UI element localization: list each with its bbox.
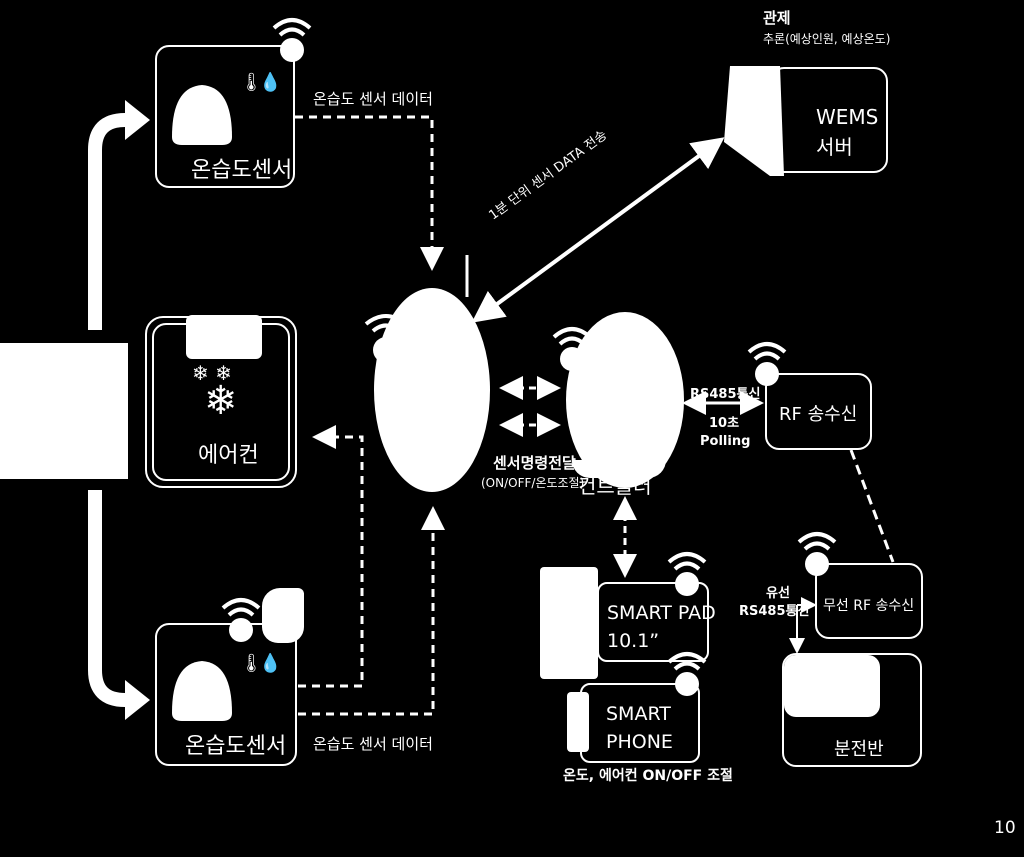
smart-pad-box: SMART PAD 10.1” [597, 582, 716, 662]
bottom-sensor-link-1 [298, 425, 364, 688]
down-curved-arrow [88, 490, 126, 707]
smart-phone-line1: SMART [606, 703, 671, 725]
wifi-icon [797, 532, 837, 576]
panel-label: 분전반 [834, 739, 884, 760]
up-curved-arrow [88, 113, 126, 330]
smart-phone-line2: PHONE [606, 731, 673, 753]
bottom-sensor-box: 🌡 💧 온습도센서 [155, 623, 297, 766]
bottom-sensor-link-2 [298, 506, 445, 716]
sensor-device-icon [172, 661, 232, 721]
aircon-label: 에어컨 [198, 443, 259, 468]
top-sensor-data-label: 온습도 센서 데이터 [313, 90, 433, 108]
server-icon [724, 66, 784, 176]
thermometer-icon: 🌡 [240, 72, 263, 93]
controller-icon [566, 312, 684, 488]
smart-pad-device [540, 567, 598, 679]
wired-line2: RS485통신 [739, 604, 810, 619]
wifi-icon [221, 598, 261, 642]
top-sensor-box: 🌡 💧 온습도센서 [155, 45, 295, 188]
bottom-sensor-label: 온습도센서 [185, 734, 287, 759]
bottom-sensor-data-label: 온습도 센서 데이터 [313, 735, 433, 753]
rs485-interval: 10초 [709, 416, 740, 431]
thermometer-icon: 🌡 [240, 653, 263, 674]
up-arrow-head [125, 100, 150, 140]
smart-pad-line2: 10.1” [607, 630, 660, 652]
panel-device-icon [784, 655, 880, 717]
command-sub-label: (ON/OFF/온도조절) [481, 476, 585, 490]
page-number: 10 [994, 818, 1016, 838]
wems-subtitle: 추론(예상인원, 예상온도) [763, 32, 891, 46]
top-sensor-link [295, 115, 444, 271]
top-sensor-label: 온습도센서 [191, 158, 293, 183]
smart-caption: 온도, 에어컨 ON/OFF 조절 [563, 768, 733, 784]
wifi-icon [552, 327, 592, 371]
rf-label: RF 송수신 [779, 404, 858, 425]
droplet-icon: 💧 [259, 72, 282, 93]
wifi-icon [667, 652, 707, 696]
wireless-rf-label: 무선 RF 송수신 [823, 598, 915, 614]
snowflake-icon: ❄ ❄ [192, 361, 232, 385]
smart-phone-device [567, 692, 589, 752]
aircon-inner: ❄ ❄ ❄ 에어컨 [152, 315, 290, 481]
smart-pad-line1: SMART PAD [607, 602, 716, 624]
wifi-icon [747, 342, 787, 386]
droplet-icon: 💧 [259, 653, 282, 674]
wifi-icon [667, 552, 707, 596]
rs485-title: RS485통신 [690, 387, 761, 402]
panel-box: 분전반 [782, 653, 922, 767]
wired-line1: 유선 [766, 586, 790, 601]
wireless-rf-box: 무선 RF 송수신 [815, 563, 923, 639]
controller-label-mask [572, 460, 666, 478]
wifi-icon [364, 314, 408, 363]
rf-wireless-link [849, 449, 895, 563]
wems-server-line2: 서버 [816, 135, 853, 159]
controller-label: 컨트롤러 [578, 474, 652, 498]
command-label: 센서명령전달 [493, 454, 576, 472]
gw-wems-link [471, 137, 725, 323]
wems-server-line1: WEMS [816, 105, 879, 129]
wems-server-box: WEMS 서버 [770, 67, 888, 173]
wems-title: 관제 [763, 9, 791, 27]
down-arrow-head [125, 680, 150, 720]
rf-box: RF 송수신 [765, 373, 872, 450]
wifi-icon [272, 18, 312, 62]
aircon-unit-icon [186, 315, 262, 359]
main-block [0, 343, 128, 479]
snowflake-icon: ❄ [204, 378, 238, 424]
bottom-sensor-device-icon [262, 588, 304, 643]
sensor-device-icon [172, 85, 232, 145]
gateway-icon [374, 255, 490, 492]
rs485-mode: Polling [700, 434, 751, 449]
